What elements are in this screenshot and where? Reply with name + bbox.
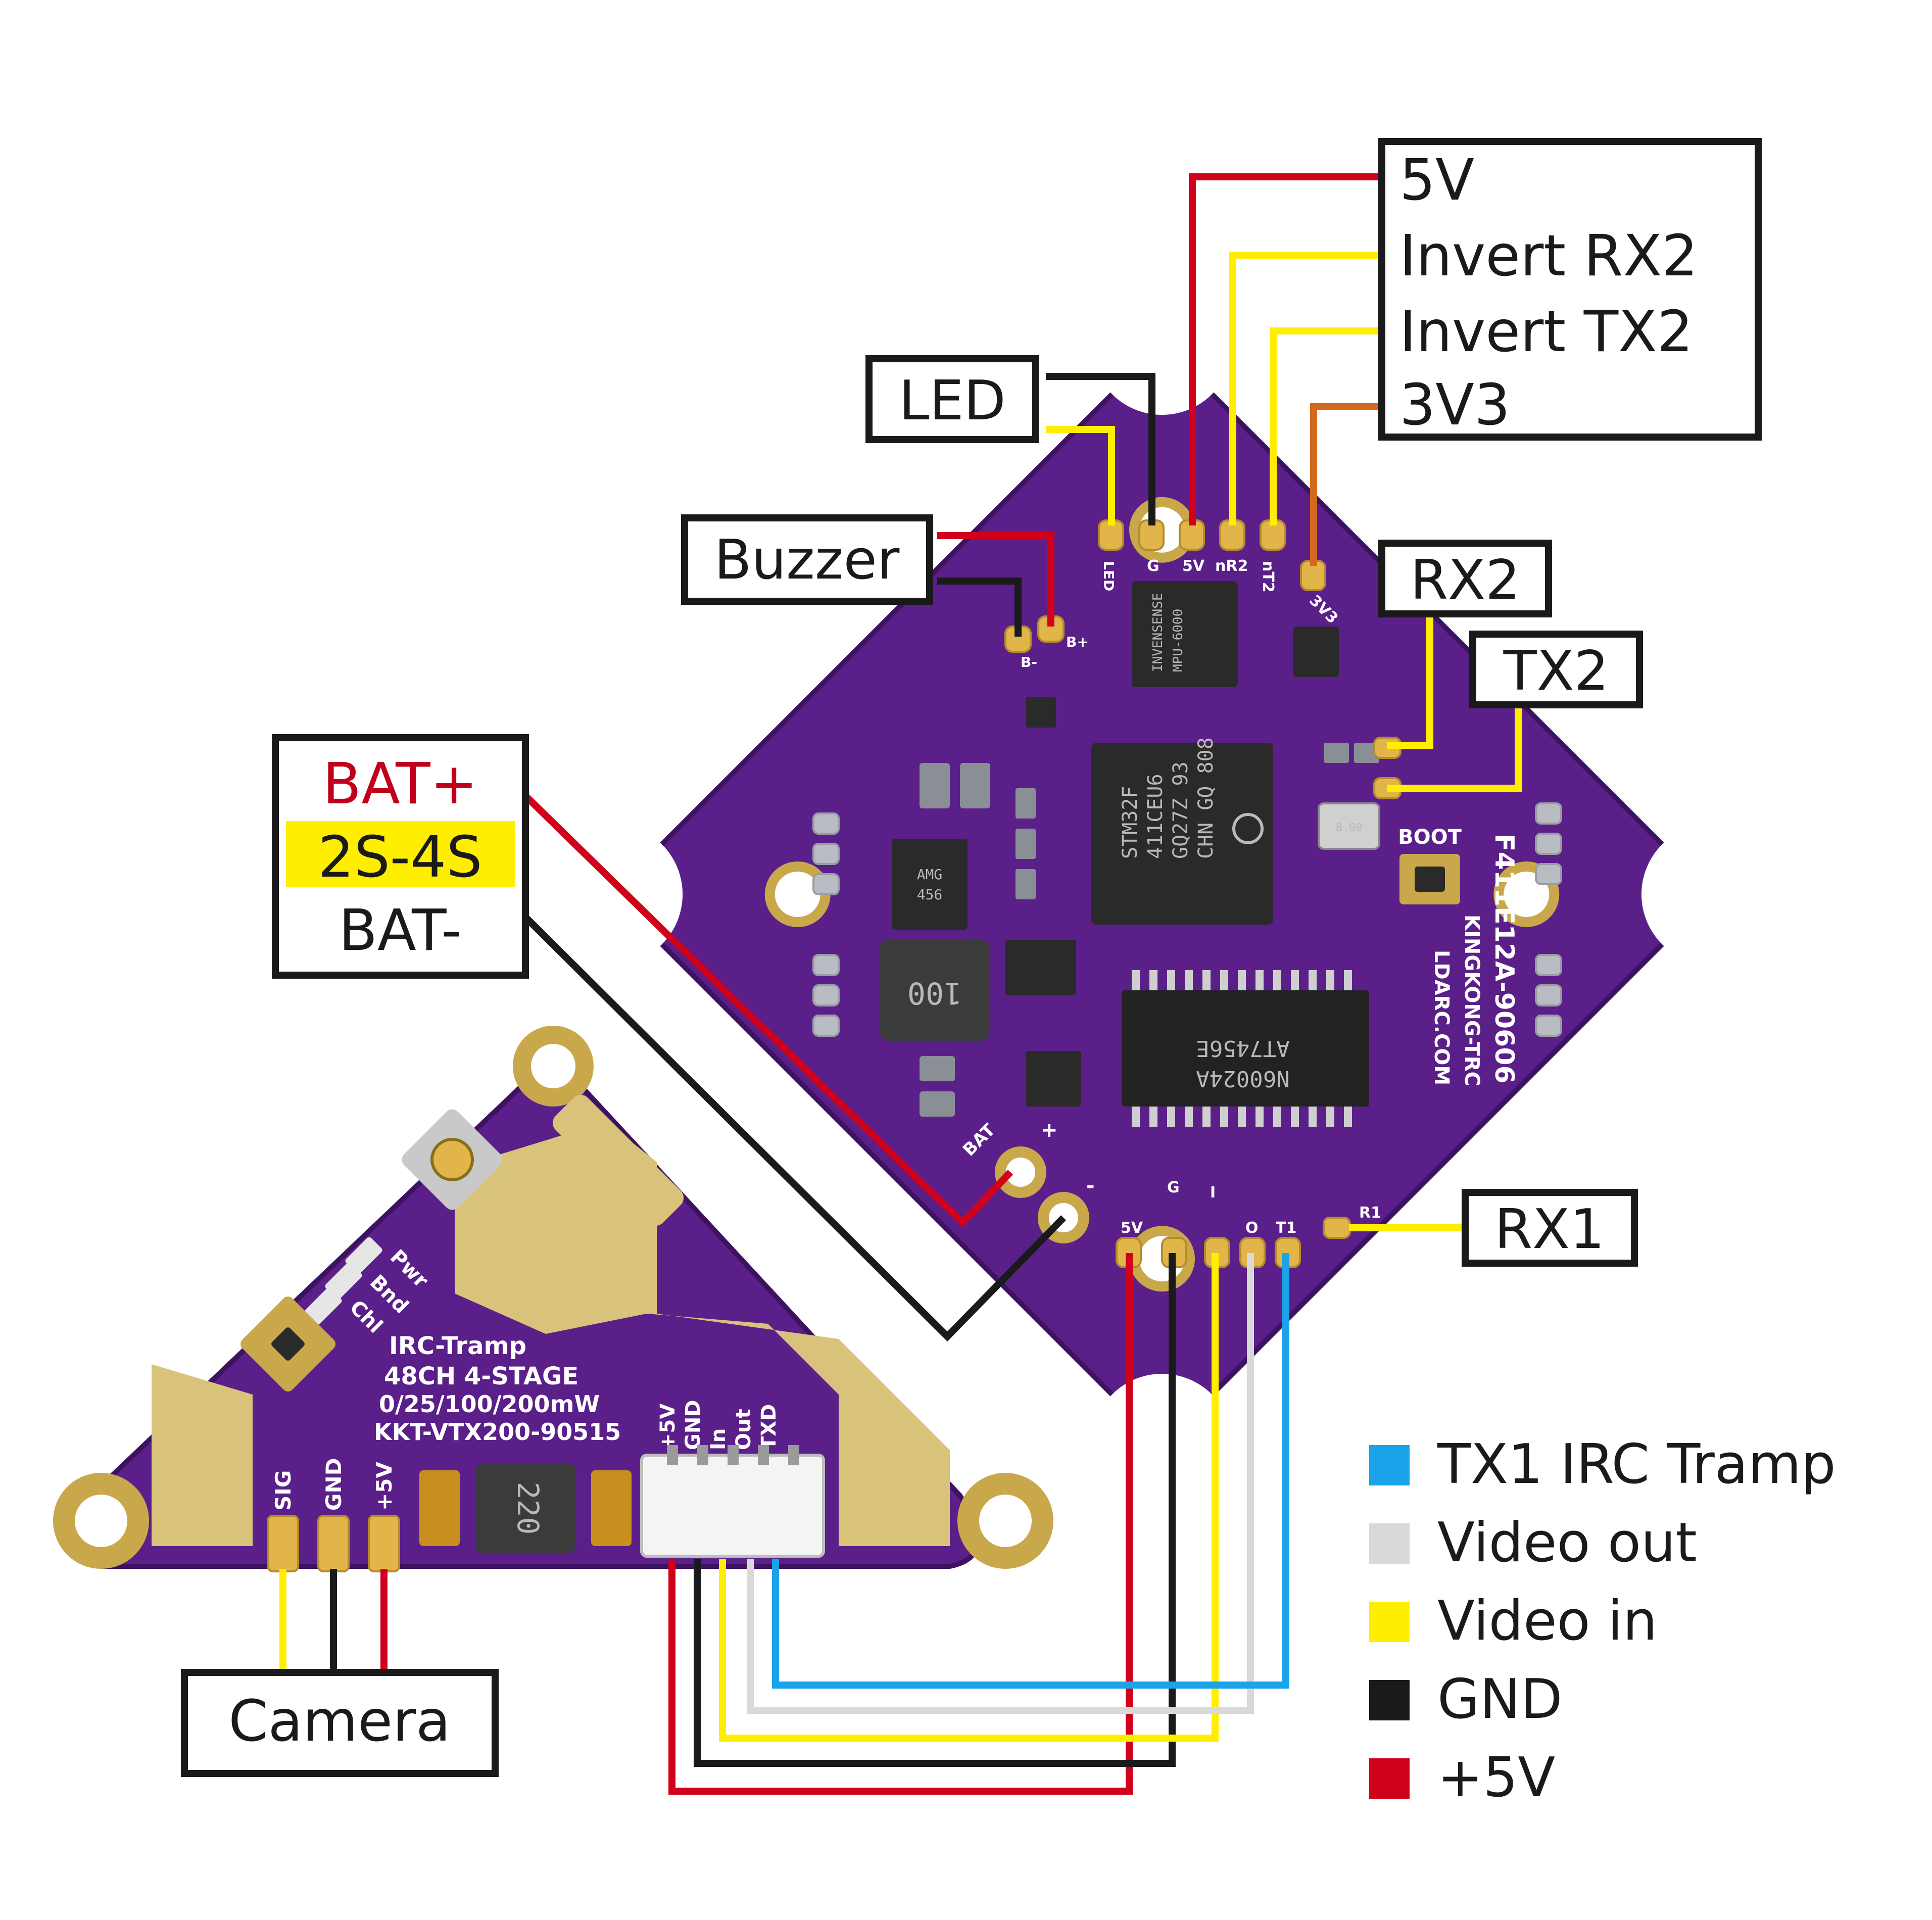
pad-label-led: LED (1100, 561, 1117, 591)
legend-swatch-video-in (1369, 1602, 1410, 1642)
pad-label-5v-bottom: 5V (1121, 1219, 1143, 1237)
pad-label-g-bottom: G (1167, 1179, 1180, 1196)
buzzer-label-box: Buzzer (681, 514, 933, 605)
tx2-label-box: TX2 (1469, 631, 1643, 708)
inductor-label: 100 (907, 975, 962, 1011)
cam-pad-label-5v: +5V (372, 1462, 397, 1511)
cam-pad-label-gnd: GND (321, 1458, 346, 1511)
wire-led-signal (1046, 426, 1115, 525)
wire-vtx-gnd (694, 1253, 1176, 1767)
legend-label-video-in: Video in (1437, 1590, 1657, 1653)
regulator-label: 456 (917, 886, 943, 903)
wire-vtx-video-out (747, 1253, 1254, 1714)
wire-tx2 (1387, 705, 1522, 792)
legend-label-tramp: TX1 IRC Tramp (1437, 1433, 1836, 1496)
vtx-model: KKT-VTX200-90515 (374, 1418, 621, 1446)
vtx-conn-label-5v: +5V (656, 1404, 680, 1450)
battery-label-box: BAT+ 2S-4S BAT- (272, 734, 529, 979)
legend-label-5v: +5V (1437, 1746, 1555, 1809)
regulator-label: AMG (917, 866, 943, 883)
wire-5v (1189, 173, 1394, 525)
wire-bat-minus (523, 915, 1067, 1341)
label-rx2: RX2 (1410, 549, 1520, 612)
mcu-label: STM32F (1119, 786, 1142, 859)
pad-label-b-minus: B- (1021, 654, 1037, 670)
wire-buzzer-plus (937, 532, 1054, 627)
label-invert-rx2: Invert RX2 (1399, 223, 1698, 289)
label-camera: Camera (228, 1689, 451, 1754)
board-brand: KINGKONG-TRC (1460, 915, 1483, 1086)
legend-swatch-video-out (1369, 1523, 1410, 1564)
pad-label-nr2: nR2 (1215, 557, 1248, 575)
bat-plus-label: + (1041, 1119, 1058, 1142)
label-rx1: RX1 (1494, 1198, 1605, 1261)
vtx-inductor-label: 220 (511, 1482, 545, 1535)
wire-vtx-5v (668, 1253, 1133, 1795)
wire-buzzer-minus (937, 578, 1022, 637)
bat-minus-label: - (1086, 1174, 1095, 1197)
label-bat-plus: BAT+ (322, 751, 477, 817)
rx2-label-box: RX2 (1378, 540, 1552, 617)
wires (279, 173, 1522, 1795)
wire-invert-rx2 (1229, 252, 1394, 525)
imu-label: INVENSENSE (1150, 593, 1166, 672)
led-label-box: LED (865, 355, 1039, 443)
rx1-label-box: RX1 (1462, 1189, 1638, 1267)
imu-label: MPU-6000 (1171, 609, 1186, 672)
pad-label-o: O (1245, 1219, 1259, 1237)
label-tx2: TX2 (1503, 640, 1609, 703)
vtx-board: Pwr Bnd Chl IRC-Tramp 48CH 4-STAGE 0/25/… (53, 1026, 1053, 1572)
mcu-label: 411CEU6 (1144, 774, 1167, 859)
vtx-name: IRC-Tramp (389, 1332, 526, 1360)
label-5v: 5V (1399, 148, 1474, 213)
vtx-conn-label-out: Out (732, 1409, 755, 1450)
boot-label: BOOT (1398, 826, 1462, 849)
legend-label-gnd: GND (1437, 1668, 1563, 1731)
wire-vtx-video-in (719, 1253, 1219, 1742)
pad-label-i: I (1210, 1184, 1216, 1202)
board-url: LDARC.COM (1430, 950, 1453, 1085)
legend-label-video-out: Video out (1437, 1511, 1697, 1574)
osd-label: N60024A (1196, 1066, 1289, 1091)
legend-swatch-5v (1369, 1758, 1410, 1799)
wire-vtx-tramp (772, 1253, 1289, 1689)
vtx-channels: 48CH 4-STAGE (384, 1362, 578, 1390)
vtx-conn-label-in: In (707, 1428, 730, 1450)
legend-swatch-tramp (1369, 1445, 1410, 1485)
pad-label-5v: 5V (1182, 557, 1205, 575)
pad-label-nt2: nT2 (1259, 561, 1277, 593)
crystal-label: 8.00 (1336, 822, 1363, 834)
pad-label-b-plus: B+ (1066, 634, 1089, 650)
wire-3v3 (1310, 403, 1394, 566)
vtx-conn-label-txd: TXD (757, 1404, 781, 1450)
cam-pad-label-sig: SIG (271, 1470, 296, 1511)
uart-label-box: 5V Invert RX2 Invert TX2 3V3 (1378, 138, 1762, 441)
legend-swatch-gnd (1369, 1680, 1410, 1720)
wire-led-gnd (1046, 373, 1155, 525)
camera-label-box: Camera (181, 1669, 499, 1777)
mcu-label: CHN GQ 808 (1194, 737, 1218, 859)
label-3v3: 3V3 (1399, 372, 1510, 438)
osd-label: AT7456E (1196, 1035, 1289, 1061)
pad-label-r1: R1 (1359, 1204, 1381, 1222)
label-2s-4s: 2S-4S (318, 825, 482, 890)
wire-invert-tx2 (1270, 327, 1394, 525)
mcu-label: GQ27Z 93 (1169, 761, 1192, 859)
wire-bat-plus (523, 793, 1013, 1228)
pad-label-t1: T1 (1276, 1219, 1296, 1237)
board-name: F411E12A-90606 (1489, 834, 1519, 1084)
label-invert-tx2: Invert TX2 (1399, 299, 1693, 365)
label-led: LED (899, 369, 1006, 433)
wire-rx2 (1387, 614, 1433, 749)
label-bat-minus: BAT- (339, 898, 461, 964)
vtx-conn-label-gnd: GND (682, 1400, 705, 1450)
label-buzzer: Buzzer (714, 529, 900, 592)
wire-color-legend: TX1 IRC Tramp Video out Video in GND +5V (1369, 1433, 1836, 1809)
pad-label-g: G (1147, 557, 1160, 575)
vtx-power: 0/25/100/200mW (379, 1390, 600, 1418)
